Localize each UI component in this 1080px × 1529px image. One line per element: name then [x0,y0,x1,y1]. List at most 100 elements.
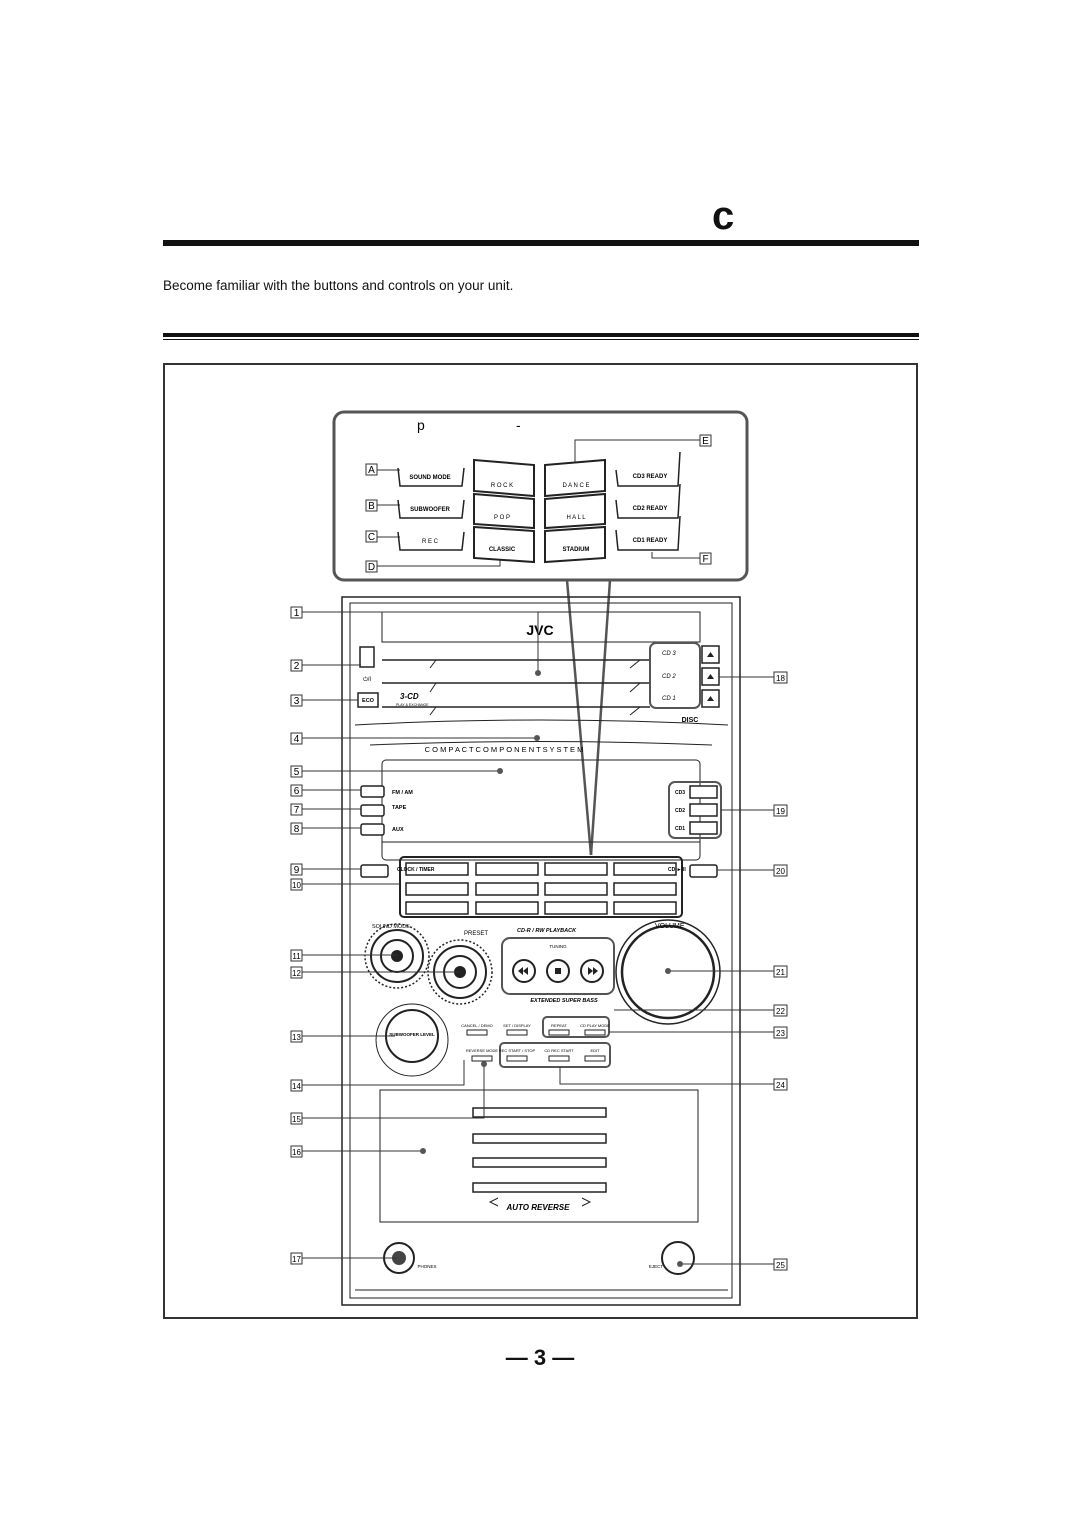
cd3-button[interactable] [689,785,718,799]
tape-eject-button[interactable] [661,1241,695,1275]
callout-24: 24 [559,1067,788,1091]
callout-21: 21 [665,965,788,978]
callout-8: 8 [290,822,361,835]
ind-rock: R O C K [491,483,513,489]
cd-play-label: CD ►/II [668,867,686,873]
rec-start-stop-button[interactable] [506,1055,528,1062]
callout-7: 7 [290,803,361,816]
callout-1: 1 [290,606,541,676]
callout-18: 18 [719,671,788,684]
svg-text:F: F [702,554,708,565]
extended-bass-label: EXTENDED SUPER BASS [530,998,598,1004]
inset-callout-c: C [365,530,400,543]
cd3-tray-label: CD 3 [662,651,676,657]
fm-am-label: FM / AM [392,790,413,796]
section-rule [163,333,919,337]
tape-button[interactable] [360,804,385,817]
reverse-mode-button[interactable] [471,1055,493,1062]
aux-button[interactable] [360,823,385,836]
svg-text:19: 19 [776,807,785,816]
brand-logo: JVC [526,622,553,638]
sound-mode-knob[interactable] [364,923,430,989]
section-rule-thin [163,339,919,340]
callouts-left: 1 2 3 4 5 6 7 8 9 10 11 12 13 14 15 16 1… [290,606,541,1265]
callout-3: 3 [290,694,358,707]
svg-text:6: 6 [294,786,300,797]
edit-label: EDIT [590,1048,600,1053]
cd1-label: CD1 [675,826,685,832]
cd-play-mode-button[interactable] [584,1029,606,1036]
cd2-label: CD2 [675,808,685,814]
svg-text:C: C [368,532,375,543]
clock-timer-label: CLOCK / TIMER [397,867,435,873]
disc-logo: DISC [682,717,699,724]
eco-button[interactable]: ECO [357,692,379,708]
callout-19: 19 [721,804,788,817]
cd3-label: CD3 [675,790,685,796]
svg-text:10: 10 [292,881,301,890]
inset-dash: - [516,417,521,433]
repeat-label: REPEAT [551,1023,567,1028]
rec-start-stop-label: REC START / STOP [499,1048,536,1053]
svg-text:ECO: ECO [362,698,375,704]
svg-text:25: 25 [776,1261,785,1270]
transport-panel: TUNING [501,937,615,995]
svg-text:5: 5 [294,767,300,778]
cdrw-playback-label: CD-R / RW PLAYBACK [517,928,577,934]
svg-text:D: D [368,562,375,573]
cd-rec-start-button[interactable] [548,1055,570,1062]
cd-rec-start-label: CD REC START [544,1048,574,1053]
callout-9: 9 [290,863,361,876]
power-button[interactable]: ⏻/I [359,646,375,683]
ind-subwoofer: SUBWOOFER [410,507,450,513]
repeat-button[interactable] [548,1029,570,1036]
bottom-buttons: CANCEL / DEMO SET / DISPLAY REPEAT CD PL… [461,1016,611,1068]
ind-rec: R E C [422,539,439,545]
svg-text:11: 11 [292,952,301,961]
header-rule [163,240,919,246]
intro-text: Become familiar with the buttons and con… [163,278,514,293]
ind-stadium: STADIUM [563,547,590,553]
callout-16: 16 [290,1145,426,1158]
svg-text:3: 3 [294,696,300,707]
svg-text:15: 15 [292,1115,301,1124]
callout-2: 2 [290,659,361,672]
subwoofer-level-knob[interactable] [375,1003,449,1077]
clock-timer-button[interactable] [360,864,389,878]
cd2-tray-label: CD 2 [662,674,676,680]
cd-play-pause-button[interactable] [689,864,718,878]
edit-button[interactable] [584,1055,606,1062]
stop-icon [555,968,561,974]
svg-text:21: 21 [776,968,785,977]
volume-label: VOLUME [655,923,685,930]
callout-12: 12 [290,966,460,979]
set-display-button[interactable] [506,1029,528,1036]
callout-22: 22 [614,1004,788,1017]
display-inset: p - A B C D E F [332,410,749,856]
inset-title: p [417,417,425,433]
eject-icon [707,652,714,701]
play-exchange-label: PLAY & EXCHANGE [396,703,429,707]
cancel-demo-button[interactable] [466,1029,488,1036]
eject-label: EJECT [649,1264,664,1269]
cd1-button[interactable] [689,821,718,835]
inset-callout-d: D [365,558,501,573]
inset-callout-e: E [574,434,712,462]
svg-text:2: 2 [294,661,300,672]
cd2-button[interactable] [689,803,718,817]
source-buttons: FM / AM TAPE AUX [360,785,413,836]
svg-text:24: 24 [776,1081,785,1090]
ind-dance: D A N C E [562,483,589,489]
phones-label: PHONES [417,1264,436,1269]
ind-cd1-ready: CD1 READY [633,538,668,544]
rewind-icon [518,967,528,975]
svg-text:13: 13 [292,1033,301,1042]
svg-text:16: 16 [292,1148,301,1157]
preset-label: PRESET [464,931,488,937]
callout-5: 5 [290,765,503,778]
callout-14: 14 [290,1060,465,1092]
fm-am-button[interactable] [360,785,385,798]
callout-13: 13 [290,1030,395,1043]
ind-cd2-ready: CD2 READY [633,506,668,512]
